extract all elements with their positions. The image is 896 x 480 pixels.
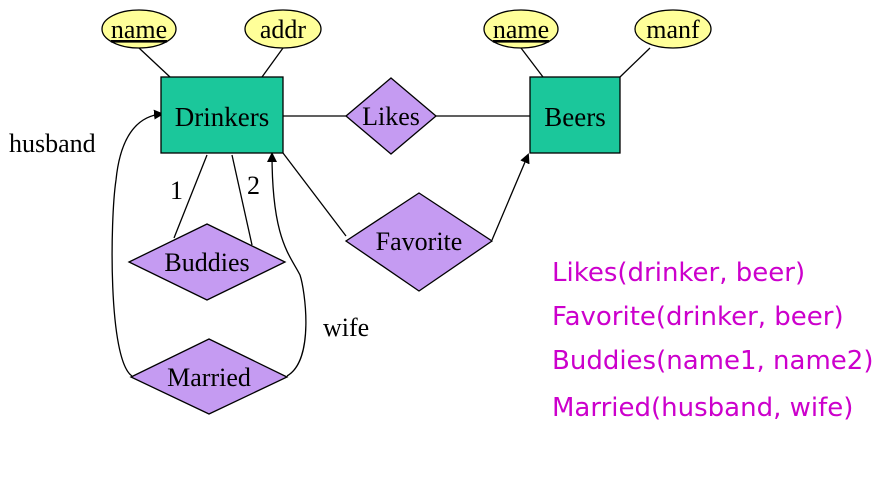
buddies-relationship xyxy=(127,223,287,301)
wife-role-label: wife xyxy=(323,313,369,342)
buddy-role-2-label: 2 xyxy=(247,171,260,200)
married-husband-edge xyxy=(111,109,164,377)
relationships: Likes Favorite Buddies Married xyxy=(127,77,494,415)
role-labels: husband wife 1 2 xyxy=(9,129,369,342)
beers-name-attribute xyxy=(483,9,559,49)
drinkers-addr-attribute xyxy=(244,9,322,49)
entities: Drinkers Beers xyxy=(160,76,621,154)
married-schema: Married(husband, wife) xyxy=(552,393,854,423)
drinkers-name-edge xyxy=(138,47,171,78)
buddies-role1-edge xyxy=(173,154,208,239)
married-wife-edge xyxy=(267,152,307,377)
attributes: name addr name manf xyxy=(101,9,712,49)
buddies-role2-edge xyxy=(231,154,253,246)
married-relationship xyxy=(129,338,289,415)
likes-schema: Likes(drinker, beer) xyxy=(552,258,806,288)
husband-role-label: husband xyxy=(9,129,96,158)
drinkers-addr-edge xyxy=(261,47,284,78)
buddy-role-1-label: 1 xyxy=(170,176,183,205)
beers-name-attribute-label: name xyxy=(493,15,549,44)
beers-manf-edge xyxy=(619,47,651,78)
married-relationship-label: Married xyxy=(167,363,251,392)
likes-relationship-label: Likes xyxy=(362,102,420,131)
beers-manf-attribute-label: manf xyxy=(646,15,700,44)
buddies-schema: Buddies(name1, name2) xyxy=(552,346,874,376)
beers-entity xyxy=(529,76,621,154)
favorite-relationship-label: Favorite xyxy=(376,227,463,256)
beers-entity-label: Beers xyxy=(544,102,605,132)
drinkers-favorite-edge xyxy=(282,152,347,237)
drinkers-entity xyxy=(160,76,284,154)
drinkers-name-attribute-label: name xyxy=(111,15,167,44)
beers-name-edge xyxy=(520,47,544,78)
drinkers-addr-attribute-label: addr xyxy=(260,15,307,44)
drinkers-name-attribute xyxy=(101,9,177,49)
connectors xyxy=(111,47,651,377)
drinkers-entity-label: Drinkers xyxy=(175,102,269,132)
favorite-relationship xyxy=(344,192,494,292)
beers-manf-attribute xyxy=(634,9,712,49)
likes-relationship xyxy=(344,77,438,155)
buddies-relationship-label: Buddies xyxy=(164,248,249,277)
favorite-schema: Favorite(drinker, beer) xyxy=(552,302,844,332)
favorite-beers-edge xyxy=(491,153,530,241)
